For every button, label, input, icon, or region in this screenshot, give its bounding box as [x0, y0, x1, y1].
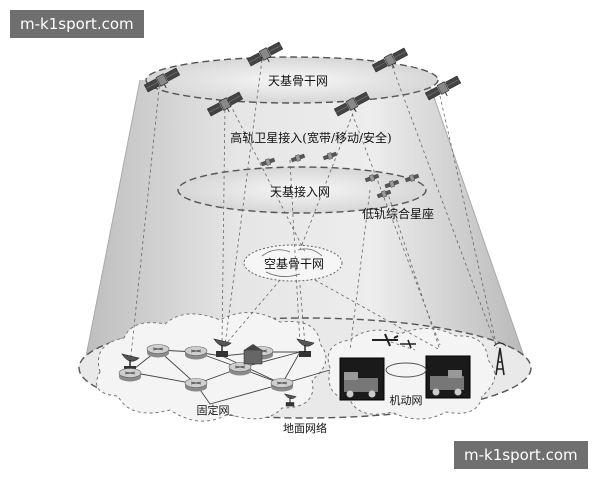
- space-access-ring: [177, 166, 427, 214]
- leo-constellation-label: 低轨综合星座: [362, 206, 434, 221]
- vehicle-panel-right: [425, 355, 471, 399]
- fixed-network-label: 固定网: [197, 403, 230, 417]
- ground-network-label: 地面网络: [283, 421, 327, 435]
- router-icon: [270, 378, 294, 392]
- router-icon: [184, 346, 208, 360]
- cone-right-edge: [427, 79, 529, 369]
- vehicle-panel-left: [339, 357, 385, 401]
- aircraft-icon: [372, 333, 399, 347]
- space-backbone-label: 天基骨干网: [268, 74, 328, 88]
- air-backbone-label: 空基骨干网: [264, 257, 324, 271]
- space-backbone-ring: [145, 56, 439, 104]
- cone-left-edge: [82, 79, 141, 373]
- mobile-network-label: 机动网: [390, 393, 423, 407]
- watermark-bottom: m-k1sport.com: [454, 441, 588, 469]
- radio-tower-icon: [493, 342, 507, 376]
- geo-access-label: 高轨卫星接入(宽带/移动/安全): [230, 130, 391, 145]
- mobile-link-ring: [385, 362, 427, 378]
- space-access-label: 天基接入网: [270, 184, 330, 199]
- link-lines: [129, 59, 498, 366]
- aircraft-icon: [400, 339, 416, 349]
- watermark-top: m-k1sport.com: [10, 10, 144, 38]
- router-icon: [228, 362, 252, 376]
- coverage-cone: [83, 80, 528, 372]
- router-icon: [146, 344, 170, 358]
- router-icon: [184, 378, 208, 392]
- building-icon: [243, 344, 263, 365]
- fixed-network-cloud: [96, 311, 327, 422]
- router-icon: [118, 368, 142, 382]
- air-backbone-ring: [243, 244, 343, 282]
